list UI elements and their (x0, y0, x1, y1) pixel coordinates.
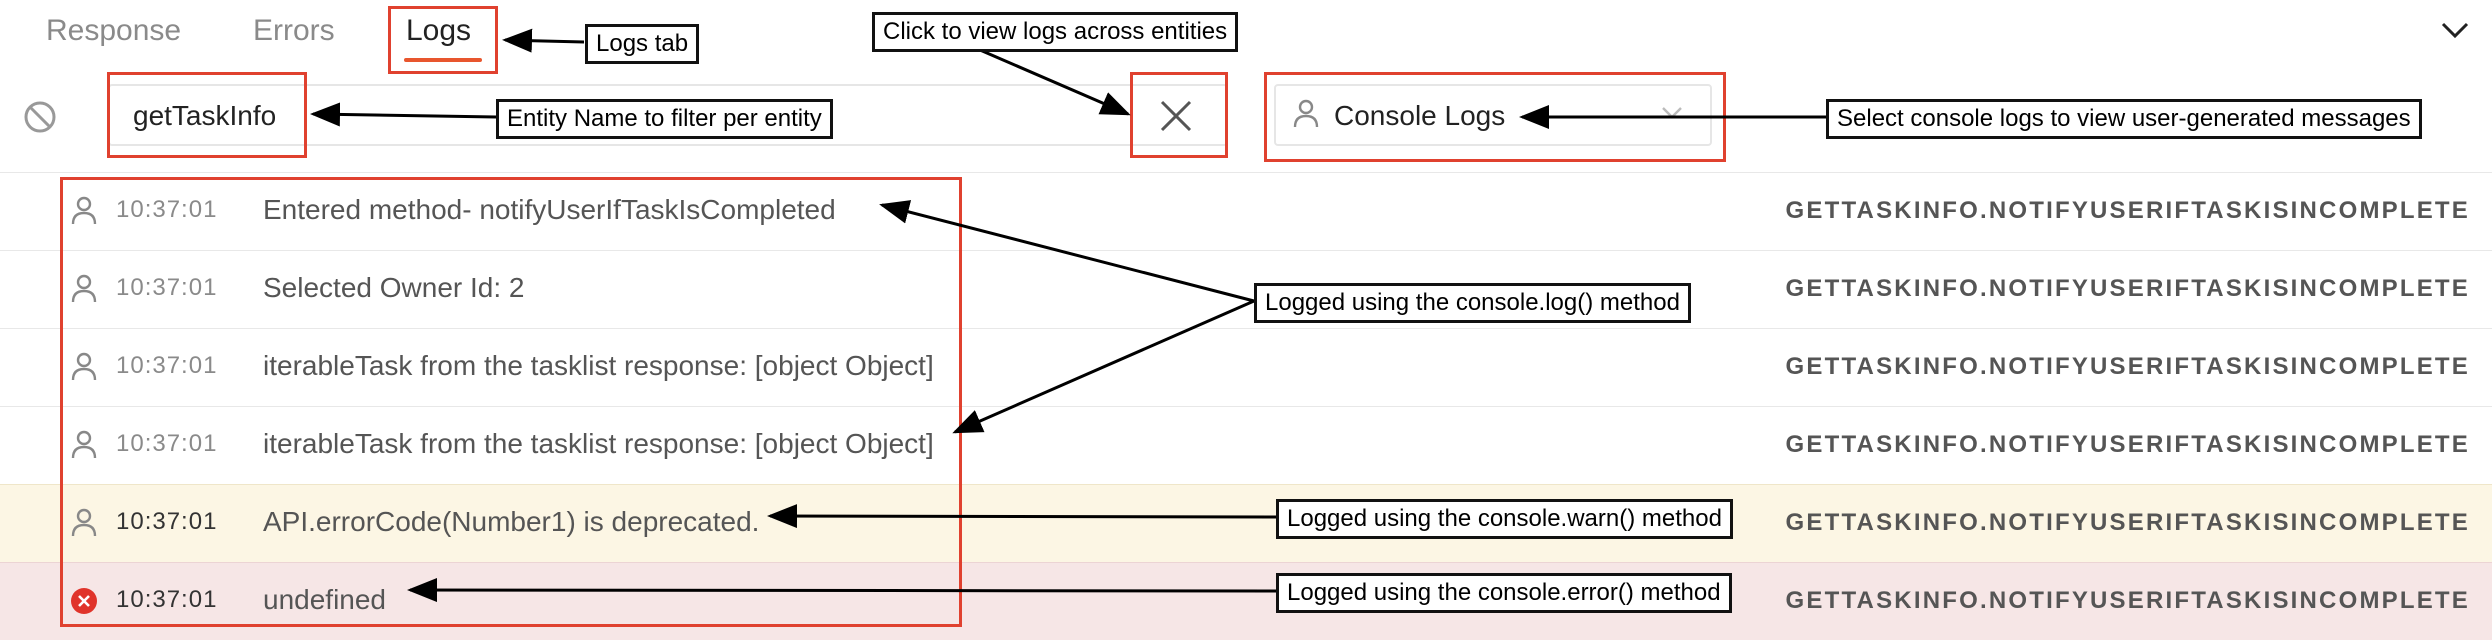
logs-tab-highlight (388, 6, 498, 74)
log-row-warning[interactable]: 10:37:01 API.errorCode(Number1) is depre… (0, 484, 2492, 562)
tab-logs[interactable]: Logs (406, 14, 472, 47)
log-source: GETTASKINFO.NOTIFYUSERIFTASKISINCOMPLETE (1785, 509, 2470, 536)
log-source: GETTASKINFO.NOTIFYUSERIFTASKISINCOMPLETE (1785, 353, 2470, 380)
entity-filter-value: getTaskInfo (133, 100, 277, 131)
log-timestamp: 10:37:01 (116, 586, 218, 613)
log-type-select[interactable] (1274, 84, 1712, 146)
log-timestamp: 10:37:01 (116, 508, 218, 535)
log-message: API.errorCode(Number1) is deprecated. (263, 506, 760, 537)
block-icon[interactable] (22, 99, 58, 135)
callout-console-error: Logged using the console.error() method (1276, 573, 1732, 613)
callout-console-logs: Select console logs to view user-generat… (1826, 99, 2422, 139)
log-message: undefined (263, 584, 387, 615)
person-icon (71, 352, 97, 381)
callout-logs-tab: Logs tab (585, 24, 700, 64)
callout-console-warn: Logged using the console.warn() method (1276, 499, 1733, 539)
log-timestamp: 10:37:01 (116, 352, 218, 379)
log-row[interactable]: 10:37:01 Entered method- notifyUserIfTas… (0, 172, 2492, 250)
log-message: Selected Owner Id: 2 (263, 272, 525, 303)
log-message: Entered method- notifyUserIfTaskIsComple… (263, 194, 836, 225)
log-type-value: Console Logs (1334, 100, 1506, 131)
tab-errors[interactable]: Errors (253, 14, 335, 47)
error-icon (71, 588, 97, 614)
chevron-down-icon[interactable] (2440, 20, 2470, 40)
log-source: GETTASKINFO.NOTIFYUSERIFTASKISINCOMPLETE (1785, 587, 2470, 614)
log-timestamp: 10:37:01 (116, 274, 218, 301)
person-icon (71, 430, 97, 459)
callout-view-across-entities: Click to view logs across entities (872, 12, 1239, 52)
callout-entity-filter: Entity Name to filter per entity (496, 99, 833, 139)
clear-button-highlight (1130, 72, 1228, 158)
log-source: GETTASKINFO.NOTIFYUSERIFTASKISINCOMPLETE (1785, 197, 2470, 224)
active-tab-indicator (404, 58, 482, 62)
person-icon (1293, 99, 1319, 128)
log-timestamp: 10:37:01 (116, 196, 218, 223)
person-icon (71, 274, 97, 303)
close-icon[interactable] (1152, 92, 1200, 140)
log-message: iterableTask from the tasklist response:… (263, 428, 934, 459)
console-logs-highlight (1264, 72, 1726, 162)
person-icon (71, 196, 97, 225)
log-source: GETTASKINFO.NOTIFYUSERIFTASKISINCOMPLETE (1785, 275, 2470, 302)
log-rows-highlight (60, 177, 962, 627)
log-timestamp: 10:37:01 (116, 430, 218, 457)
log-source: GETTASKINFO.NOTIFYUSERIFTASKISINCOMPLETE (1785, 431, 2470, 458)
person-icon (71, 508, 97, 537)
tab-response[interactable]: Response (46, 14, 182, 47)
callout-console-log: Logged using the console.log() method (1254, 283, 1691, 323)
log-message: iterableTask from the tasklist response:… (263, 350, 934, 381)
entity-filter-highlight (107, 72, 307, 158)
